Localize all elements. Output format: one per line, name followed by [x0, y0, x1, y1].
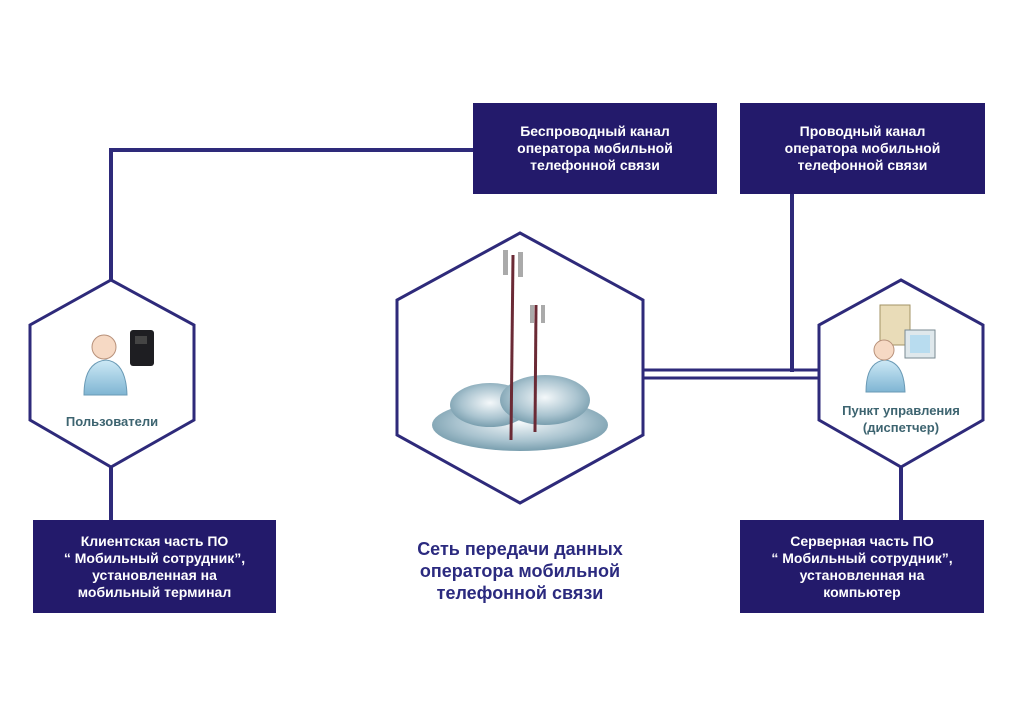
- control-point-label: Пункт управления (диспетчер): [842, 403, 960, 435]
- mobile-terminal-icon: [130, 330, 154, 366]
- cell-tower-icon: [503, 250, 545, 441]
- wired-channel-box: Проводный канал оператора мобильной теле…: [740, 103, 985, 194]
- network-title: Сеть передачи данных оператора мобильной…: [417, 539, 623, 603]
- server-computer-icon: [879, 304, 936, 359]
- wireless-channel-box: Беспроводный канал оператора мобильной т…: [473, 103, 717, 194]
- user-icon: [83, 334, 128, 396]
- users-label: Пользователи: [65, 414, 159, 429]
- server-software-box: Серверная часть ПО “ Мобильный сотрудник…: [740, 520, 984, 613]
- wireless-link-line: [109, 148, 473, 280]
- dispatcher-icon: [865, 339, 906, 393]
- client-software-box: Клиентская часть ПО “ Мобильный сотрудни…: [33, 520, 276, 613]
